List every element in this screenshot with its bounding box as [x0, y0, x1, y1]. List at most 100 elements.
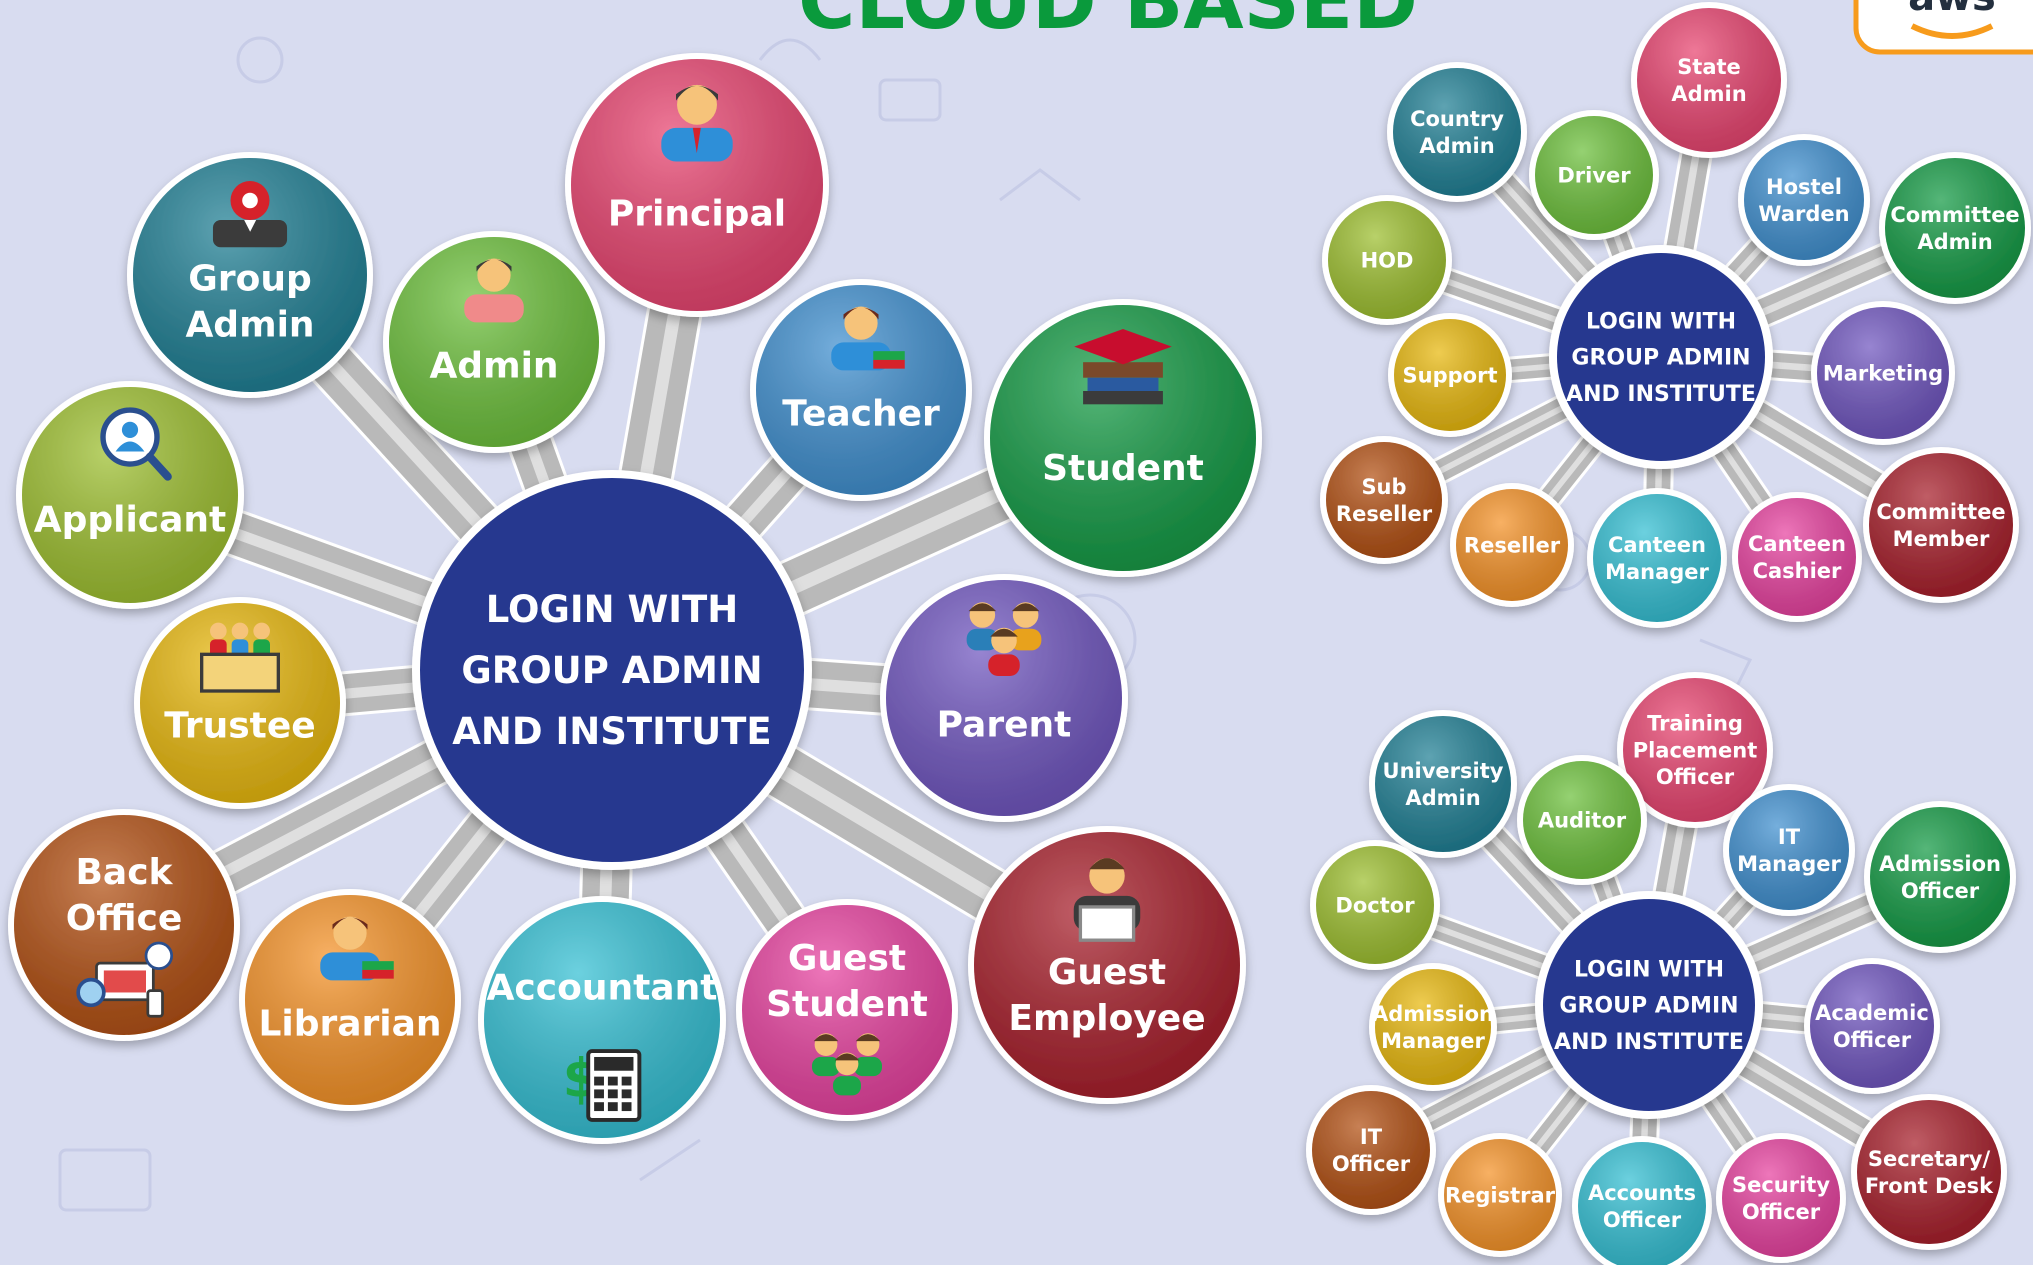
role-label: Admission — [1372, 1002, 1494, 1026]
hub-fill — [420, 478, 804, 862]
role-node-principal[interactable]: Principal — [565, 53, 829, 317]
node-shine — [1312, 1091, 1430, 1209]
role-label: Marketing — [1823, 361, 1943, 385]
students-group-icon — [812, 1033, 882, 1096]
role-label: IT — [1778, 825, 1801, 849]
role-label: Sub — [1361, 475, 1406, 499]
search-person-icon — [100, 407, 172, 481]
role-node-admin[interactable]: Admin — [383, 231, 605, 453]
hub-fill — [1557, 253, 1765, 461]
role-node-student[interactable]: Student — [984, 299, 1262, 577]
calculator-icon: $ — [563, 1047, 642, 1122]
hub-label: GROUP ADMIN — [1571, 346, 1750, 371]
role-node-hod[interactable]: HOD — [1322, 195, 1452, 325]
role-label: Librarian — [258, 1004, 441, 1045]
role-label: Admin — [185, 304, 314, 345]
role-label: Security — [1732, 1173, 1830, 1197]
hub-label: LOGIN WITH — [1586, 309, 1736, 334]
role-node-accountant[interactable]: $Accountant — [478, 896, 726, 1144]
role-node-parent[interactable]: Parent — [880, 574, 1128, 822]
role-node-reseller[interactable]: Reseller — [1450, 483, 1574, 607]
node-shine — [1394, 319, 1506, 431]
node-shine — [1810, 964, 1934, 1088]
role-label: IT — [1360, 1125, 1383, 1149]
node-shine — [1738, 498, 1856, 616]
node-shine — [1744, 140, 1864, 260]
node-shine — [140, 603, 340, 803]
role-node-trustee[interactable]: Trustee — [134, 597, 346, 809]
role-label: Officer — [1901, 879, 1980, 903]
role-node-support[interactable]: Support — [1388, 313, 1512, 437]
role-label: Admin — [1917, 230, 1992, 254]
gear-admin-icon — [212, 181, 288, 248]
role-node-librarian[interactable]: Librarian — [239, 889, 461, 1111]
role-node-registrar[interactable]: Registrar — [1438, 1133, 1562, 1257]
node-shine — [1326, 442, 1442, 558]
aws-logo-text: aws — [1908, 0, 1996, 20]
role-node-it-manager[interactable]: IT Manager — [1723, 784, 1855, 916]
node-shine — [1593, 494, 1721, 622]
node-shine — [1523, 761, 1641, 879]
admin-person-icon — [464, 258, 524, 323]
role-node-secretary-front-desk[interactable]: Secretary/Front Desk — [1851, 1094, 2007, 1250]
role-label: Trustee — [164, 706, 315, 747]
hub-label: LOGIN WITH — [486, 588, 738, 631]
hub-label: AND INSTITUTE — [452, 710, 771, 753]
node-shine — [389, 237, 599, 447]
hub-label: LOGIN WITH — [1574, 957, 1724, 982]
role-label: Officer — [1603, 1208, 1682, 1232]
role-node-auditor[interactable]: Auditor — [1517, 755, 1647, 885]
node-shine — [1535, 116, 1653, 234]
node-shine — [133, 158, 367, 392]
role-label: Manager — [1737, 852, 1841, 876]
role-label: Committee — [1890, 203, 2019, 227]
role-node-applicant[interactable]: Applicant — [16, 381, 244, 609]
librarian-icon — [320, 916, 394, 981]
role-node-teacher[interactable]: Teacher — [750, 279, 972, 501]
role-node-doctor[interactable]: Doctor — [1310, 840, 1440, 970]
role-label: Admin — [1405, 786, 1480, 810]
back-office-icon — [76, 941, 174, 1018]
node-shine — [1729, 790, 1849, 910]
role-label: Back — [75, 852, 173, 893]
graduation-cap-icon — [1074, 328, 1172, 405]
node-shine — [1375, 716, 1511, 852]
principal-icon — [661, 84, 733, 162]
role-label: Officer — [1656, 765, 1735, 789]
role-label: Warden — [1758, 202, 1849, 226]
node-shine — [1722, 1139, 1840, 1257]
role-label: Employee — [1008, 998, 1205, 1039]
role-label: Committee — [1876, 500, 2005, 524]
role-label: Front Desk — [1865, 1174, 1994, 1198]
role-label: Cashier — [1753, 559, 1842, 583]
role-node-driver[interactable]: Driver — [1529, 110, 1659, 240]
node-shine — [990, 305, 1256, 571]
node-shine — [1857, 1100, 2001, 1244]
role-hub-diagram-3: TrainingPlacementOfficerUniversityAdminA… — [1306, 672, 2016, 1265]
role-node-marketing[interactable]: Marketing — [1811, 301, 1955, 445]
